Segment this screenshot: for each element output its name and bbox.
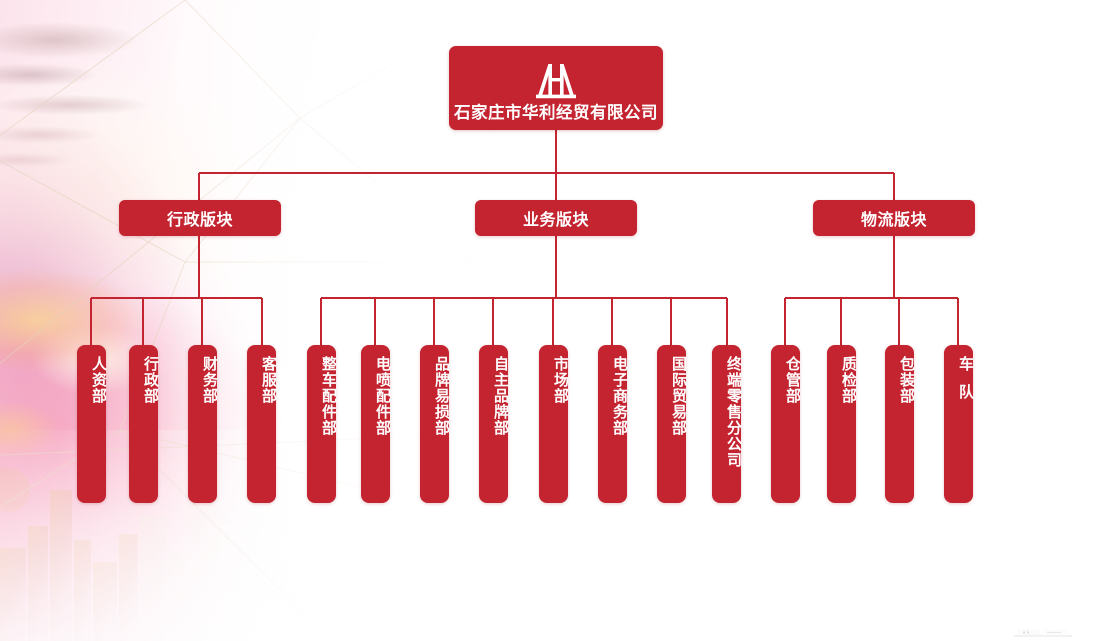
leaf-node-service[interactable]: 客服部 bbox=[247, 345, 278, 503]
arch-monogram-logo bbox=[536, 63, 576, 98]
leaf-label: 国际贸易部 bbox=[670, 356, 688, 436]
leaf-node-finance[interactable]: 财务部 bbox=[188, 345, 219, 503]
leaf-node-retail-branch[interactable]: 终端零售分公司 bbox=[712, 345, 743, 503]
leaf-label: 客服部 bbox=[260, 356, 278, 404]
leaf-node-warehouse[interactable]: 仓管部 bbox=[771, 345, 802, 503]
corner-watermark-icon bbox=[1014, 629, 1072, 637]
leaf-node-qc[interactable]: 质检部 bbox=[827, 345, 858, 503]
leaf-node-vehicle-parts[interactable]: 整车配件部 bbox=[307, 345, 338, 503]
leaf-label: 包装部 bbox=[898, 356, 916, 404]
division-label: 物流版块 bbox=[860, 210, 927, 229]
leaf-node-fleet[interactable]: 车队 bbox=[944, 345, 975, 503]
leaf-label: 电喷配件部 bbox=[374, 356, 392, 436]
leaf-label: 人资部 bbox=[90, 356, 108, 404]
root-node[interactable]: 石家庄市华利经贸有限公司 bbox=[449, 46, 663, 130]
root-title: 石家庄市华利经贸有限公司 bbox=[454, 102, 658, 122]
leaf-node-brand-wear[interactable]: 品牌易损部 bbox=[420, 345, 451, 503]
leaf-node-efi-parts[interactable]: 电喷配件部 bbox=[361, 345, 392, 503]
division-node-logistics[interactable]: 物流版块 bbox=[813, 200, 975, 236]
leaf-label: 品牌易损部 bbox=[433, 356, 451, 436]
division-label: 业务版块 bbox=[522, 210, 589, 229]
leaf-node-market[interactable]: 市场部 bbox=[539, 345, 570, 503]
leaf-label: 车队 bbox=[957, 356, 975, 412]
leaf-label: 整车配件部 bbox=[320, 356, 338, 436]
leaf-label: 质检部 bbox=[840, 356, 858, 404]
leaf-label: 仓管部 bbox=[784, 356, 802, 404]
leaf-node-ecommerce[interactable]: 电子商务部 bbox=[598, 345, 629, 503]
division-label: 行政版块 bbox=[166, 210, 233, 229]
leaf-label: 自主品牌部 bbox=[492, 356, 510, 436]
leaf-node-intl-trade[interactable]: 国际贸易部 bbox=[657, 345, 688, 503]
division-node-admin[interactable]: 行政版块 bbox=[119, 200, 281, 236]
leaf-label: 行政部 bbox=[142, 356, 160, 404]
division-node-business[interactable]: 业务版块 bbox=[475, 200, 637, 236]
leaf-label: 市场部 bbox=[552, 356, 570, 404]
leaf-node-packaging[interactable]: 包装部 bbox=[885, 345, 916, 503]
leaf-label: 终端零售分公司 bbox=[725, 356, 743, 468]
leaf-label: 财务部 bbox=[201, 356, 219, 404]
leaf-label: 电子商务部 bbox=[611, 356, 629, 436]
leaf-node-admin[interactable]: 行政部 bbox=[129, 345, 160, 503]
leaf-node-hr[interactable]: 人资部 bbox=[77, 345, 108, 503]
leaf-node-own-brand[interactable]: 自主品牌部 bbox=[479, 345, 510, 503]
